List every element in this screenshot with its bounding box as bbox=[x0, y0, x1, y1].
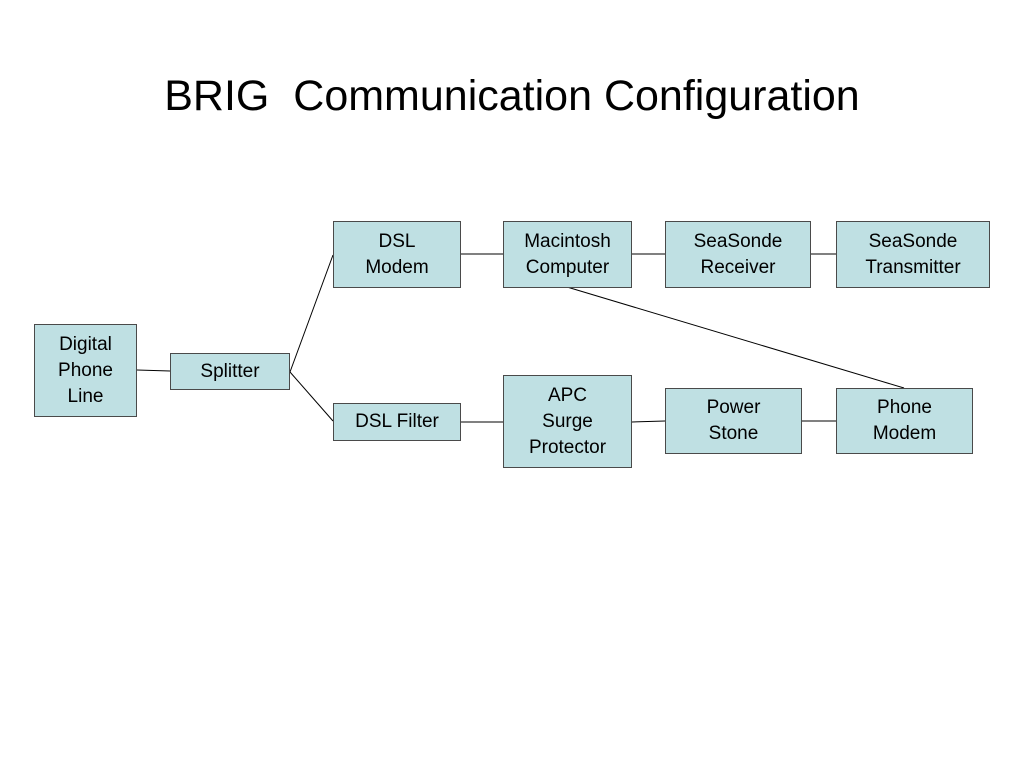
node-phone-modem: Phone Modem bbox=[836, 388, 973, 454]
node-power-stone: Power Stone bbox=[665, 388, 802, 454]
node-apc-surge-protector: APC Surge Protector bbox=[503, 375, 632, 468]
page-title: BRIG Communication Configuration bbox=[164, 72, 860, 120]
node-macintosh-computer: Macintosh Computer bbox=[503, 221, 632, 288]
connector-macintosh-phone-modem bbox=[566, 286, 905, 389]
node-digital-phone-line: Digital Phone Line bbox=[34, 324, 137, 417]
connector-apc-power-stone bbox=[631, 420, 666, 423]
node-dsl-filter: DSL Filter bbox=[333, 403, 461, 441]
connector-splitter-dsl-filter bbox=[289, 371, 334, 422]
node-splitter: Splitter bbox=[170, 353, 290, 390]
node-seasonde-receiver: SeaSonde Receiver bbox=[665, 221, 811, 288]
node-dsl-modem: DSL Modem bbox=[333, 221, 461, 288]
node-seasonde-transmitter: SeaSonde Transmitter bbox=[836, 221, 990, 288]
connector-digital-phone-line-splitter bbox=[136, 369, 171, 372]
connector-splitter-dsl-modem bbox=[289, 254, 334, 373]
